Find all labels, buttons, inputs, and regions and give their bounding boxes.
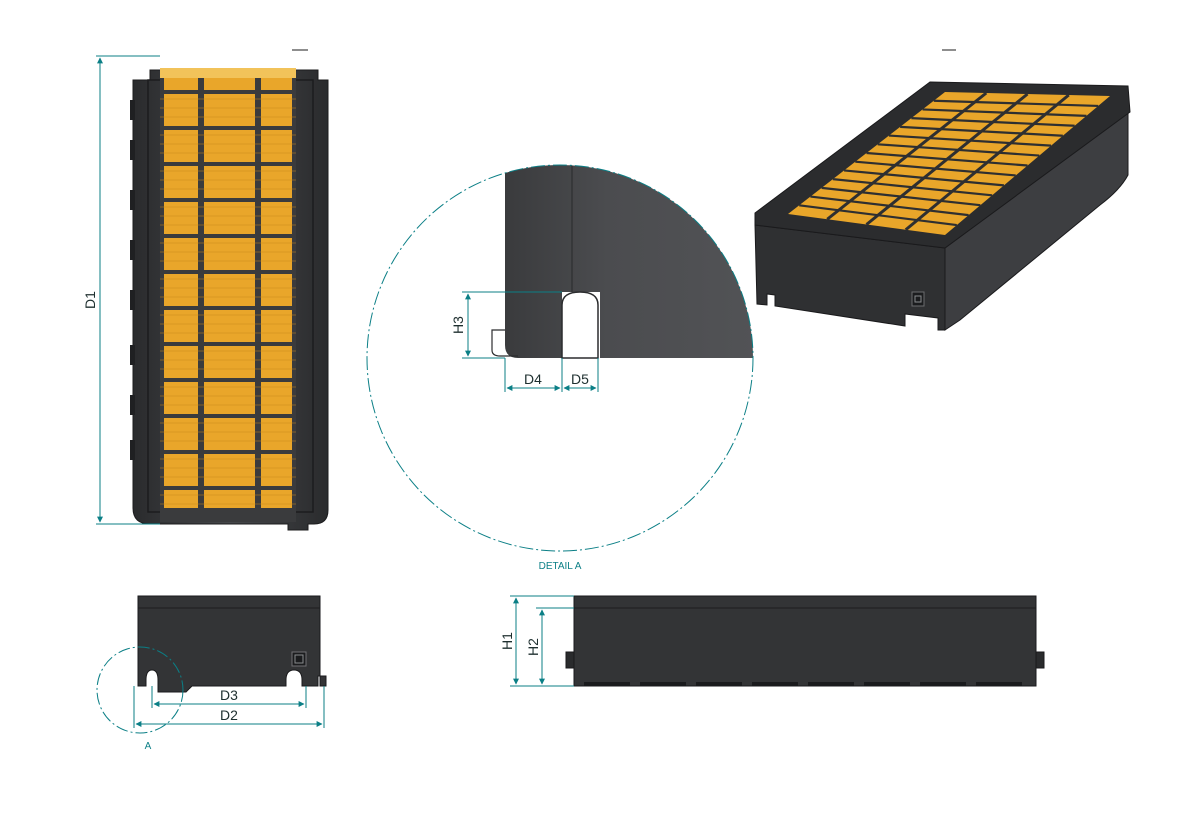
- top-view: [130, 68, 329, 531]
- top-view-side-ribs: [130, 100, 135, 460]
- side-view: [565, 595, 1045, 687]
- d5-label: D5: [571, 371, 589, 387]
- detail-a-view: [366, 164, 754, 552]
- detail-circle: [366, 164, 754, 552]
- filter-grid-horizontal: [160, 90, 296, 514]
- d1-label: D1: [82, 291, 98, 309]
- detail-a-callout: [96, 646, 184, 734]
- dimension-h2: H2: [525, 607, 574, 685]
- side-view-body: [573, 595, 1037, 687]
- dimension-d4: D4: [504, 358, 563, 392]
- top-view-bottom-plate: [160, 508, 296, 522]
- dimension-h3: H3: [450, 291, 562, 359]
- detail-body-section: [505, 165, 753, 358]
- iso-clip: [911, 291, 925, 307]
- dimension-d1: D1: [82, 55, 160, 525]
- h1-label: H1: [499, 632, 515, 650]
- detail-marker: A: [145, 741, 152, 752]
- d2-label: D2: [220, 707, 238, 723]
- filter-media: [160, 78, 296, 510]
- isometric-view: [754, 81, 1131, 331]
- dimension-d2: D2: [133, 686, 325, 728]
- filter-media-top: [160, 68, 296, 78]
- filter-grid-vertical: [160, 78, 296, 510]
- front-view: A: [96, 595, 327, 752]
- detail-slot: [561, 291, 599, 359]
- front-view-body: [137, 595, 327, 693]
- dimension-h1: H1: [499, 595, 574, 687]
- dimension-d5: D5: [563, 358, 599, 392]
- h3-label: H3: [450, 316, 466, 334]
- front-view-clip: [291, 651, 307, 667]
- d4-label: D4: [524, 371, 542, 387]
- dimension-d3: D3: [151, 686, 307, 708]
- d3-label: D3: [220, 687, 238, 703]
- h2-label: H2: [525, 638, 541, 656]
- detail-caption: DETAIL A: [539, 561, 582, 572]
- iso-filter-grid: [799, 91, 1099, 231]
- iso-right-face: [944, 111, 1129, 331]
- side-view-bottom-slots: [584, 682, 1022, 686]
